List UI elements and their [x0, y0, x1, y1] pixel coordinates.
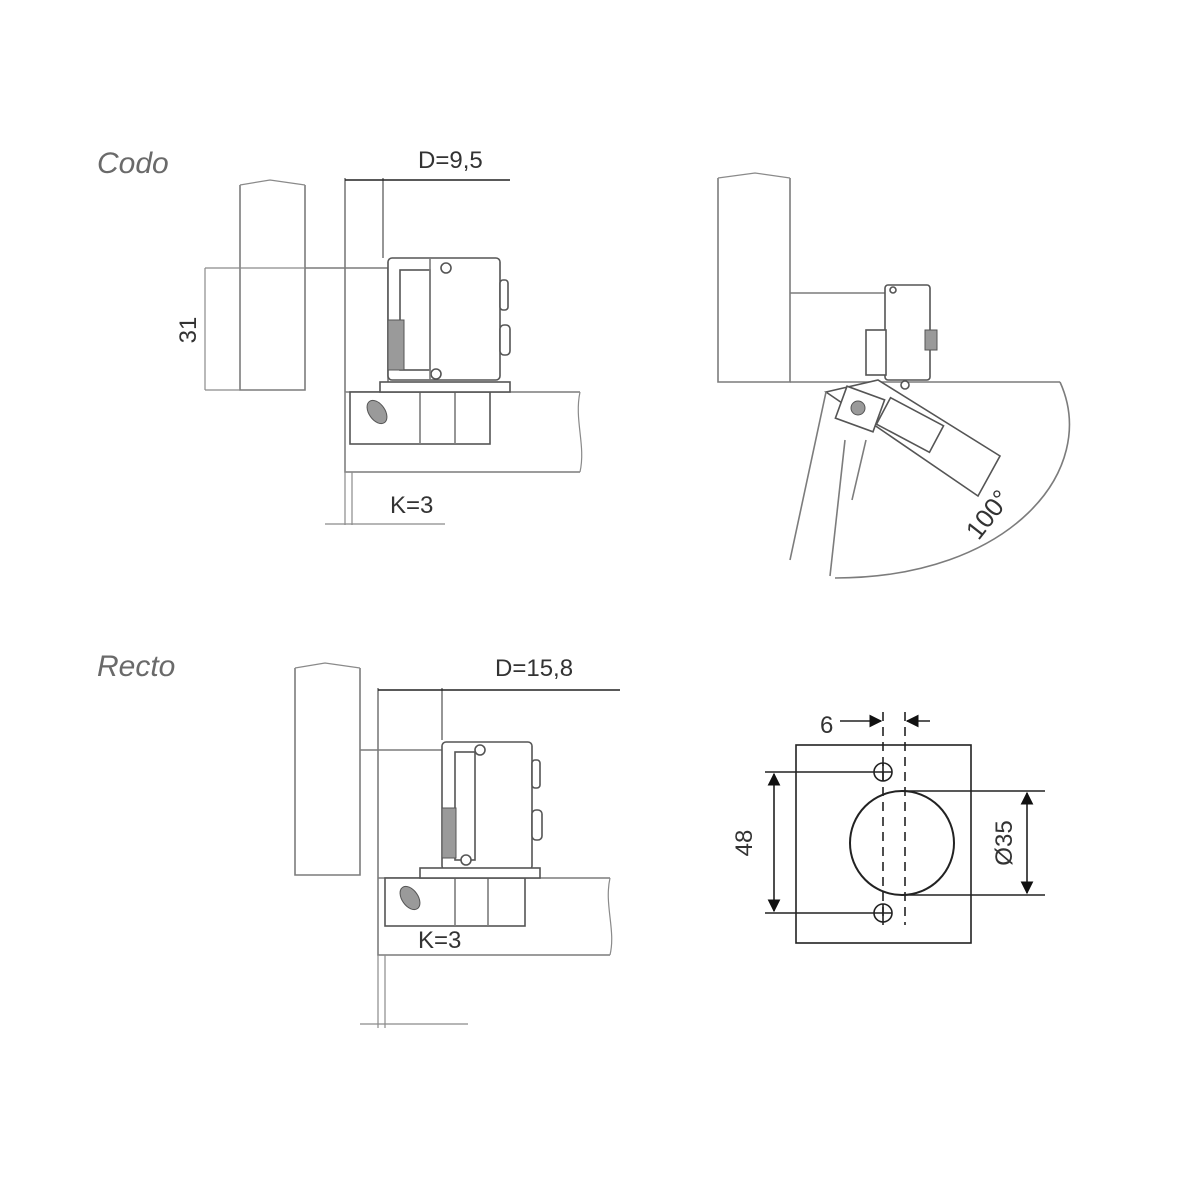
spacing-label: 48 [731, 830, 758, 857]
opening-angle-label: 100° [960, 484, 1017, 545]
codo-hinge-body [387, 257, 511, 381]
recto-cabinet-panel [294, 668, 361, 876]
cup-diameter-label: Ø35 [991, 820, 1018, 865]
recto-k-label: K=3 [418, 927, 461, 954]
codo-open-view: 100° [717, 172, 1071, 579]
codo-closed-view: Codo D=9,5 31 [97, 147, 583, 525]
open-door [789, 379, 1002, 577]
offset-label: 6 [820, 712, 833, 739]
cup-hole [849, 790, 955, 896]
codo-height-label: 31 [175, 317, 202, 344]
codo-d-label: D=9,5 [418, 147, 483, 174]
recto-d-label: D=15,8 [495, 655, 573, 682]
recto-door [377, 867, 613, 956]
codo-door [344, 381, 583, 473]
drilling-pattern-detail: 6 48 Ø35 [731, 712, 1045, 944]
recto-view: Recto D=15,8 K=3 [97, 650, 620, 1028]
open-hinge-body [865, 284, 938, 390]
recto-hinge-body [441, 741, 543, 871]
codo-cabinet-panel [239, 185, 306, 391]
section-label-codo: Codo [97, 147, 169, 180]
codo-k-label: K=3 [390, 492, 433, 519]
section-label-recto: Recto [97, 650, 175, 683]
opening-arc [834, 381, 1071, 579]
open-cabinet-panel [717, 178, 791, 383]
